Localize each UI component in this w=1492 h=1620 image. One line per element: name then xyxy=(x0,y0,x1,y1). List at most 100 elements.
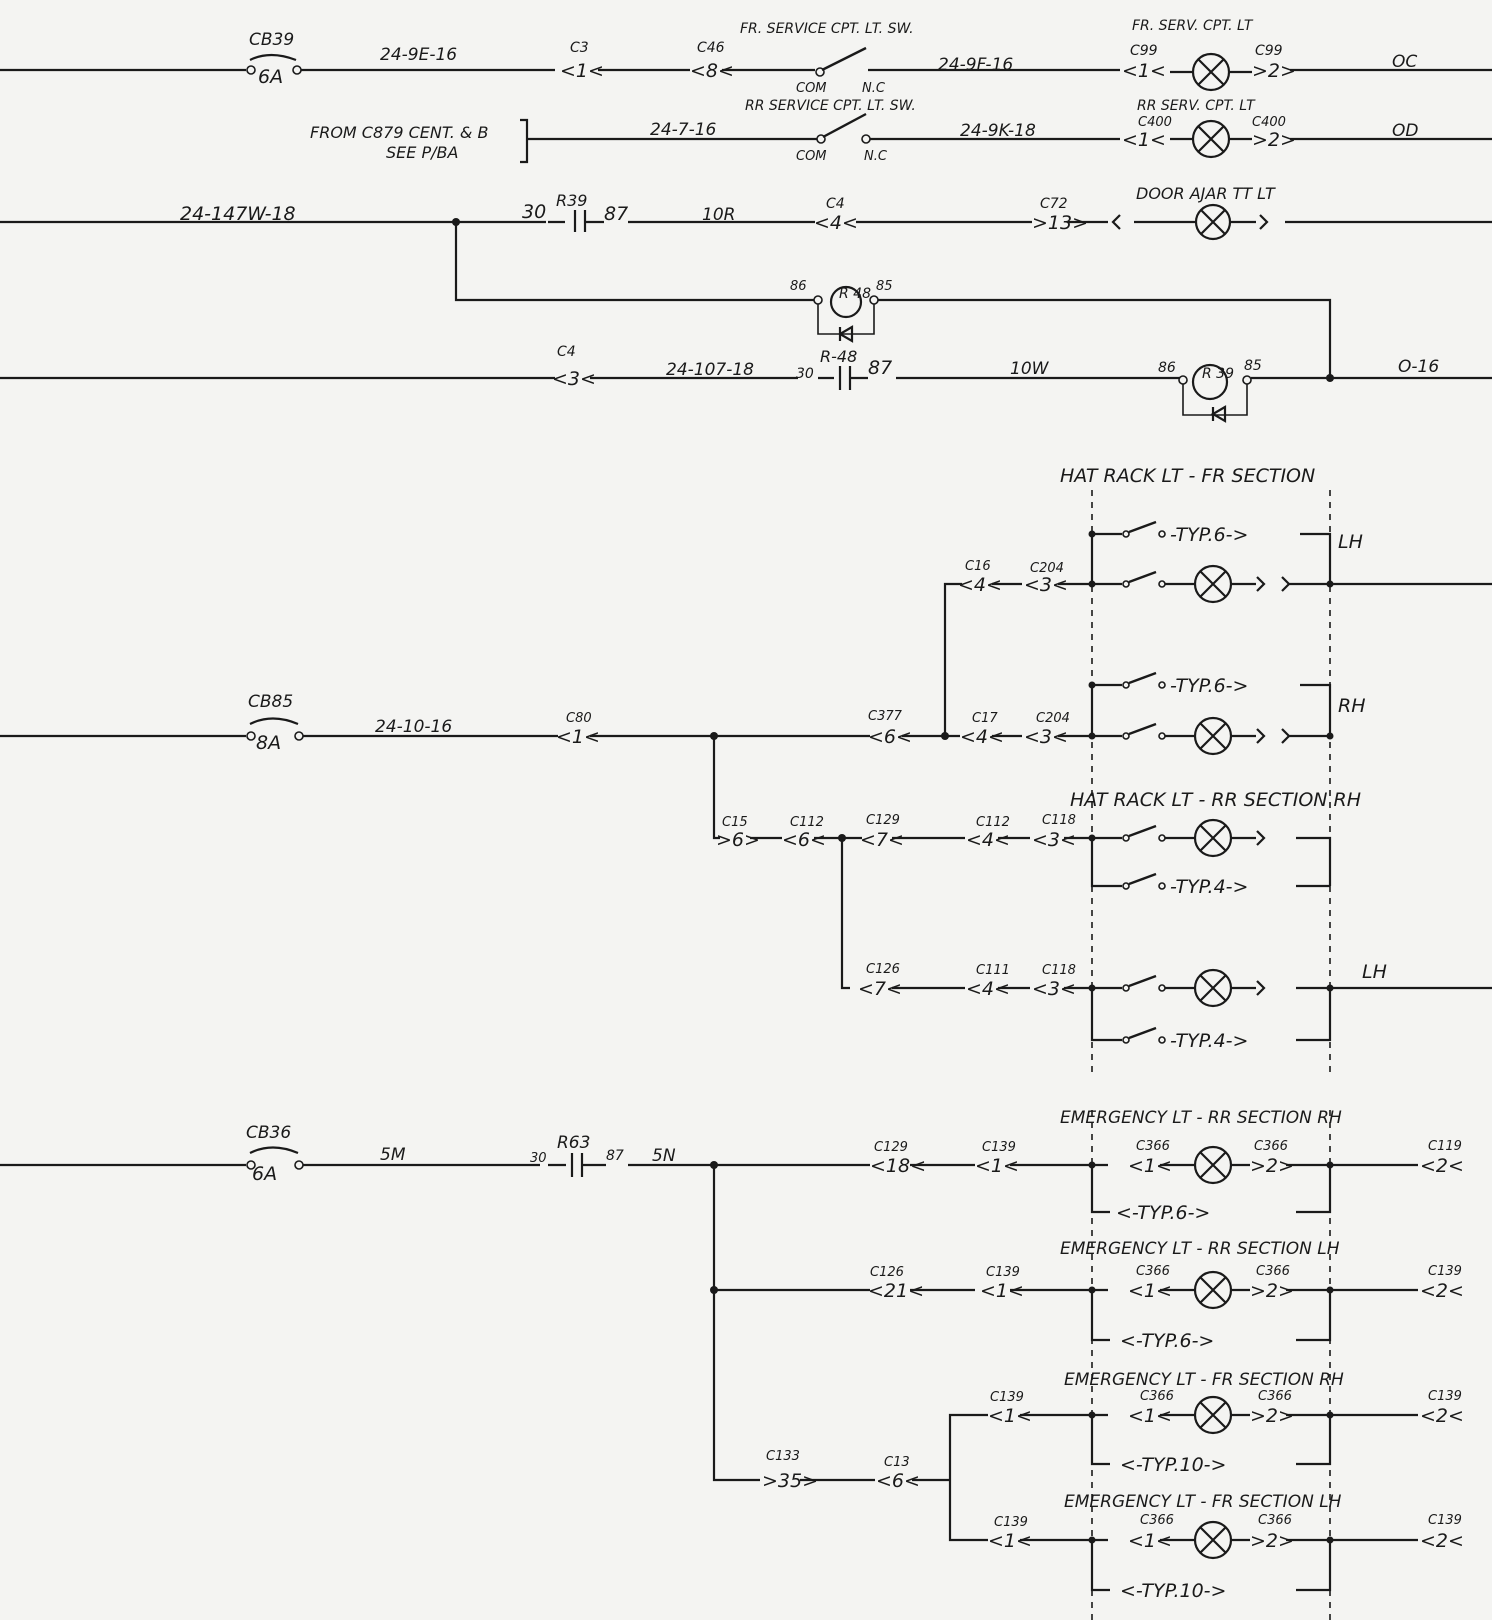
side-label: RH xyxy=(1338,695,1366,717)
connector-pin: <1< xyxy=(975,1155,1019,1177)
source-note: FROM C879 CENT. & B xyxy=(310,123,488,142)
lamp-connector-pin: <1< xyxy=(1128,1280,1172,1302)
lamp-connector-id: C366 xyxy=(1258,1513,1292,1528)
connector-id: C112 xyxy=(790,815,824,830)
destination-label: OD xyxy=(1392,121,1418,141)
relay-coil-id: R 48 xyxy=(839,286,871,302)
typ-note: -TYP.4-> xyxy=(1170,876,1248,898)
lamp-title: RR SERV. CPT. LT xyxy=(1137,98,1256,114)
connector-pin: <8< xyxy=(690,60,734,82)
breaker-id: CB39 xyxy=(249,30,294,50)
lamp-icon xyxy=(1193,1270,1233,1310)
section-title: EMERGENCY LT - FR SECTION LH xyxy=(1064,1492,1342,1512)
connector-id: C17 xyxy=(972,711,998,726)
relay-coil-id: R 39 xyxy=(1202,366,1234,382)
relay-id: R-48 xyxy=(820,347,857,366)
connector-pin: <2< xyxy=(1420,1280,1464,1302)
switch-com-label: COM xyxy=(796,81,827,96)
connector-id: C126 xyxy=(866,962,900,977)
connector-id: C13 xyxy=(884,1455,910,1470)
connector-id: C80 xyxy=(566,711,592,726)
lamp-connector-id: C366 xyxy=(1140,1513,1174,1528)
connector-pin: <1< xyxy=(980,1280,1024,1302)
section-title: EMERGENCY LT - FR SECTION RH xyxy=(1064,1370,1344,1390)
lamp-icon xyxy=(1191,52,1231,92)
relay-pin: 87 xyxy=(604,203,628,225)
connector-pin: <1< xyxy=(556,726,600,748)
connector-id: C204 xyxy=(1036,711,1070,726)
connector-pin: <4< xyxy=(958,574,1002,596)
connector-id: C119 xyxy=(1428,1139,1462,1154)
connector-pin: <2< xyxy=(1420,1530,1464,1552)
typ-note: -TYP.4-> xyxy=(1170,1030,1248,1052)
connector-pin: <1< xyxy=(988,1405,1032,1427)
connector-id: C111 xyxy=(976,963,1010,978)
connector-id: C377 xyxy=(868,709,903,724)
circuit-fr-service-light: CB39 6A 24-9E-16 C3 <1< C46 <8< FR. SERV… xyxy=(0,18,1492,96)
relay-coil-icon: R 39 xyxy=(1191,363,1234,401)
connector-id: C16 xyxy=(965,559,991,574)
connector-pin: <2< xyxy=(1420,1405,1464,1427)
breaker-rating: 6A xyxy=(258,66,283,88)
connector-pin: <4< xyxy=(966,829,1010,851)
lamp-connector-pin: >2> xyxy=(1252,60,1296,82)
connector-pin: <2< xyxy=(1420,1155,1464,1177)
lamp-connector-id: C366 xyxy=(1256,1264,1290,1279)
side-label: LH xyxy=(1338,531,1363,553)
connector-pin: <4< xyxy=(814,212,858,234)
relay-id: R39 xyxy=(556,191,587,210)
connector-id: C139 xyxy=(1428,1513,1462,1528)
lamp-connector-pin: >2> xyxy=(1250,1530,1294,1552)
connector-pin: <3< xyxy=(1032,978,1076,1000)
breaker-rating: 8A xyxy=(256,732,281,754)
connector-pin: <1< xyxy=(988,1530,1032,1552)
lamp-connector-id: C366 xyxy=(1136,1264,1170,1279)
connector-id: C204 xyxy=(1030,561,1064,576)
relay-pin: 85 xyxy=(876,279,893,294)
lamp-icon xyxy=(1191,119,1231,159)
connector-pin: >35> xyxy=(762,1470,818,1492)
lamp-connector-id: C366 xyxy=(1140,1389,1174,1404)
typ-note: <-TYP.6-> xyxy=(1116,1202,1210,1224)
wire-label: 24-10-16 xyxy=(375,717,452,737)
typ-note: <-TYP.10-> xyxy=(1120,1580,1226,1602)
wire-label: 24-9F-16 xyxy=(938,55,1013,75)
section-title: EMERGENCY LT - RR SECTION LH xyxy=(1060,1239,1340,1259)
lamp-icon xyxy=(1193,1395,1233,1435)
connector-id: C139 xyxy=(994,1515,1028,1530)
lamp-connector-id: C400 xyxy=(1252,115,1286,130)
lamp-icon xyxy=(1193,564,1233,604)
relay-pin: 30 xyxy=(796,366,814,382)
wire-label: 5N xyxy=(652,1146,676,1166)
lamp-connector-pin: <1< xyxy=(1128,1405,1172,1427)
lamp-icon xyxy=(1193,716,1233,756)
section-title: EMERGENCY LT - RR SECTION RH xyxy=(1060,1108,1342,1128)
section-title: HAT RACK LT - RR SECTION RH xyxy=(1070,789,1361,811)
lamp-icon xyxy=(1193,1520,1233,1560)
lamp-icon xyxy=(1194,203,1232,241)
switch-com-label: COM xyxy=(796,149,827,164)
lamp-connector-pin: <1< xyxy=(1128,1530,1172,1552)
relay-pin: 87 xyxy=(868,357,892,379)
connector-pin: >6> xyxy=(716,829,760,851)
connector-pin: <6< xyxy=(782,829,826,851)
lamp-connector-pin: <1< xyxy=(1128,1155,1172,1177)
connector-id: C129 xyxy=(866,813,900,828)
switch-nc-label: N.C xyxy=(864,149,888,164)
side-label: LH xyxy=(1362,961,1387,983)
relay-pin: 85 xyxy=(1244,358,1262,374)
switch-title: FR. SERVICE CPT. LT. SW. xyxy=(740,21,914,37)
source-note: SEE P/BA xyxy=(386,143,458,162)
connector-id: C4 xyxy=(557,344,576,360)
wire-label: 5M xyxy=(380,1145,406,1165)
circuit-door-ajar: 24-147W-18 30 R39 87 10R C4 <4< C72 >13>… xyxy=(0,184,1492,380)
switch-title: RR SERVICE CPT. LT. SW. xyxy=(745,98,916,114)
relay-id: R63 xyxy=(557,1133,590,1153)
lamp-connector-pin: <1< xyxy=(1122,60,1166,82)
connector-id: C15 xyxy=(722,815,748,830)
breaker-id: CB85 xyxy=(248,692,293,712)
connector-id: C139 xyxy=(1428,1264,1462,1279)
relay-pin: 30 xyxy=(522,201,546,223)
lamp-icon xyxy=(1193,968,1233,1008)
